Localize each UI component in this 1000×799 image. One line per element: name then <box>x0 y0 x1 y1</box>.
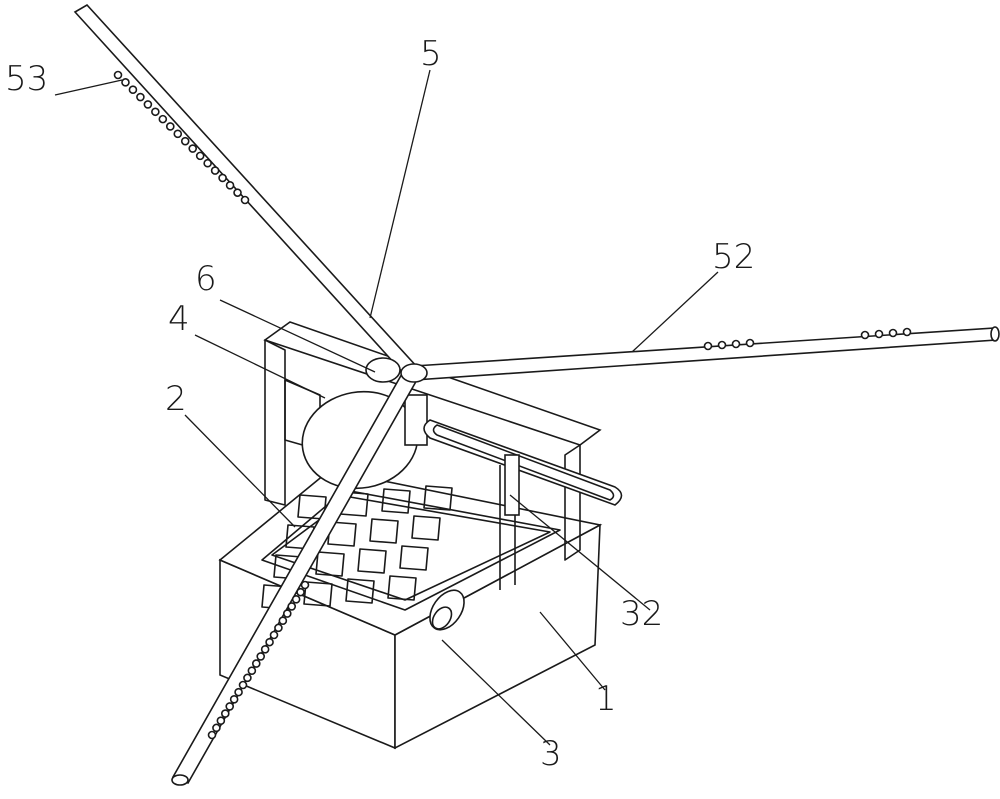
bump <box>240 195 250 205</box>
bump <box>256 652 266 661</box>
grid-hole <box>381 488 411 514</box>
bump <box>243 673 252 683</box>
bump <box>902 327 912 337</box>
bump <box>136 92 145 102</box>
grid-hole <box>357 548 387 574</box>
bump <box>717 340 727 350</box>
bump <box>188 144 198 153</box>
bump <box>143 100 153 109</box>
leader-line <box>219 299 376 373</box>
bump <box>282 609 292 618</box>
leader-line <box>54 79 123 96</box>
grid-hole <box>399 545 429 571</box>
bump <box>238 680 248 690</box>
bump <box>274 623 283 633</box>
bump <box>278 616 288 626</box>
label-52: 52 <box>712 237 755 277</box>
bump <box>218 173 227 183</box>
bump <box>296 587 305 597</box>
bump <box>158 114 168 124</box>
bump <box>291 594 301 604</box>
label-32: 32 <box>620 594 663 634</box>
bump <box>300 580 310 590</box>
bump <box>703 341 713 351</box>
leader-line <box>539 611 606 691</box>
grid-hole <box>315 551 345 577</box>
label-6: 6 <box>195 259 217 299</box>
bump <box>180 136 190 146</box>
bump <box>121 78 130 87</box>
bump <box>234 687 243 697</box>
grid-hole <box>345 578 375 604</box>
bump <box>269 630 279 640</box>
grid-hole <box>387 575 417 601</box>
bump <box>287 602 297 611</box>
label-2: 2 <box>165 379 187 419</box>
bump <box>210 166 220 175</box>
bump <box>220 709 230 718</box>
leader-line <box>194 334 326 399</box>
bump <box>173 129 183 139</box>
label-1: 1 <box>595 679 617 719</box>
slotted-guide <box>423 419 623 516</box>
leader-line <box>441 639 551 746</box>
bump <box>731 339 741 349</box>
grid-hole <box>303 581 333 607</box>
bump <box>860 330 870 340</box>
needle-bumps <box>113 70 912 740</box>
bump <box>260 644 270 654</box>
bump <box>251 659 261 668</box>
label-53: 53 <box>5 59 48 99</box>
bump <box>745 338 755 348</box>
bump <box>874 329 884 339</box>
rods <box>73 3 1000 786</box>
bump <box>888 328 898 338</box>
leader-line <box>184 414 296 528</box>
grid-hole <box>423 485 453 511</box>
bump <box>151 107 160 117</box>
reference-labels: 53 5 52 64 2 32 13 <box>5 34 755 774</box>
leader-line <box>631 271 719 353</box>
bump <box>225 180 235 190</box>
grid-hole <box>411 515 441 541</box>
bump <box>212 723 221 733</box>
bump <box>128 85 138 95</box>
bump <box>195 151 205 161</box>
leader-line <box>369 69 431 319</box>
label-3: 3 <box>540 734 562 774</box>
bump <box>113 70 123 80</box>
label-4: 4 <box>168 299 190 339</box>
bump <box>265 637 274 647</box>
bump <box>225 702 235 711</box>
bump <box>165 122 175 131</box>
bump <box>233 188 242 197</box>
leader-line <box>509 494 651 611</box>
bump <box>216 716 226 726</box>
bump <box>203 158 212 168</box>
grid-hole <box>369 518 399 544</box>
label-5: 5 <box>420 34 442 74</box>
bump <box>247 666 257 676</box>
bump <box>229 694 239 704</box>
motor <box>429 589 465 631</box>
bump <box>207 730 217 740</box>
